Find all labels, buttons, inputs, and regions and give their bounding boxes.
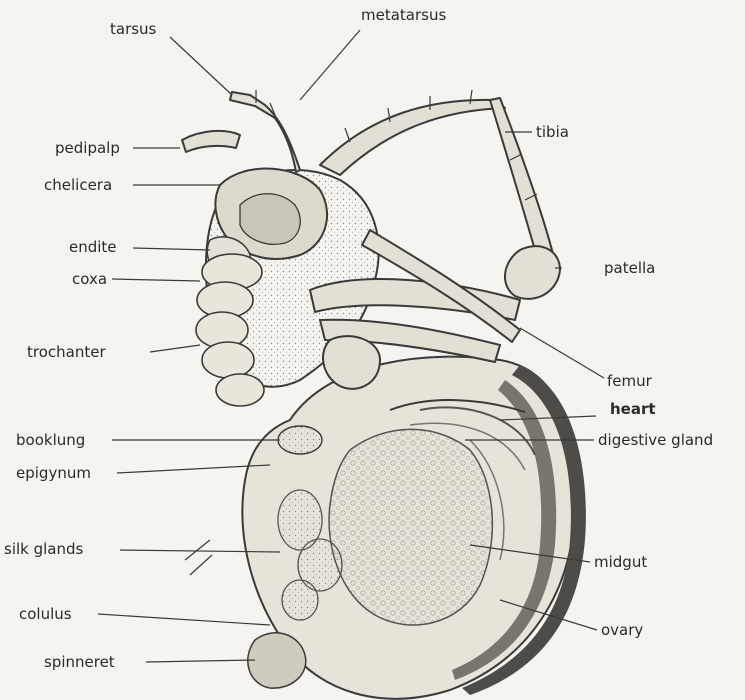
label-digestive-gland: digestive gland [598,431,713,449]
label-pedipalp: pedipalp [55,139,120,157]
label-chelicera: chelicera [44,176,112,194]
label-patella: patella [604,259,655,277]
label-endite: endite [69,238,117,256]
label-epigynum: epigynum [16,464,91,482]
label-heart: heart [610,400,656,418]
label-ovary: ovary [601,621,643,639]
label-metatarsus: metatarsus [361,6,446,24]
label-silk-glands: silk glands [4,540,83,558]
label-colulus: colulus [19,605,72,623]
label-trochanter: trochanter [27,343,106,361]
midgut-shape [329,429,492,625]
leg-patella [505,246,560,299]
pedipalp-shape [182,131,240,152]
label-spinneret: spinneret [44,653,115,671]
label-booklung: booklung [16,431,85,449]
spinneret-shape [248,633,306,688]
label-midgut: midgut [594,553,647,571]
label-femur: femur [607,372,652,390]
label-tibia: tibia [536,123,569,141]
label-coxa: coxa [72,270,107,288]
booklung-shape [278,426,322,454]
label-tarsus: tarsus [110,20,156,38]
